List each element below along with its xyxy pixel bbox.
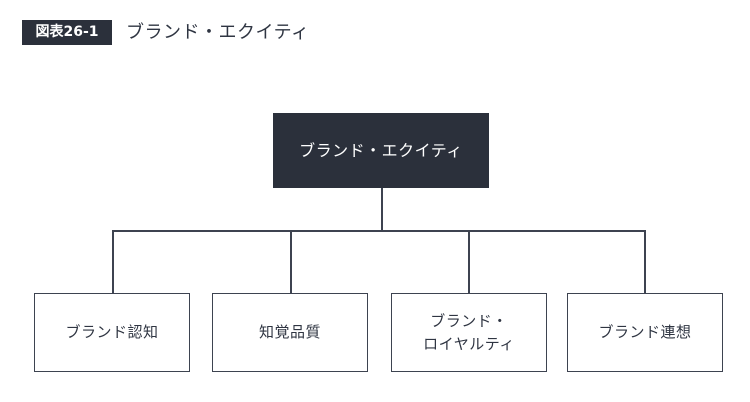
node-brand-equity-root: ブランド・エクイティ xyxy=(273,113,489,188)
node-leaf-label: 知覚品質 xyxy=(258,323,321,342)
node-brand-awareness: ブランド認知 xyxy=(34,293,190,372)
connector-drop-3 xyxy=(468,230,470,293)
node-leaf-label: ブランド連想 xyxy=(598,323,692,342)
connector-root-stem xyxy=(381,188,383,232)
node-brand-loyalty: ブランド・ ロイヤルティ xyxy=(391,293,547,372)
node-leaf-label: ブランド・ ロイヤルティ xyxy=(423,312,515,353)
connector-drop-1 xyxy=(112,230,114,293)
node-perceived-quality: 知覚品質 xyxy=(212,293,368,372)
connector-horizontal-bus xyxy=(112,230,646,232)
node-root-label: ブランド・エクイティ xyxy=(299,140,463,160)
connector-drop-2 xyxy=(290,230,292,293)
node-leaf-label: ブランド認知 xyxy=(65,323,159,342)
figure-number-badge: 図表26-1 xyxy=(22,20,112,45)
connector-drop-4 xyxy=(644,230,646,293)
node-brand-association: ブランド連想 xyxy=(567,293,723,372)
figure-header: 図表26-1 ブランド・エクイティ xyxy=(0,0,750,64)
page-title: ブランド・エクイティ xyxy=(126,22,310,43)
